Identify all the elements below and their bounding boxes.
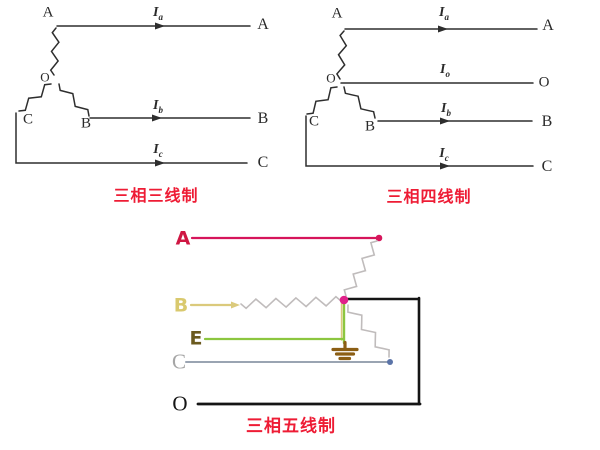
w3-coil-b — [58, 83, 90, 117]
w5-diagram — [185, 234, 422, 406]
w5-arrow-b-icon — [231, 301, 240, 309]
w3-coil-c — [18, 83, 52, 112]
w4-arrow-ia-icon — [438, 25, 448, 33]
w5-coil-a — [343, 240, 378, 297]
w5-ground-symbol-icon — [331, 340, 359, 361]
w5-coil-c — [347, 304, 390, 358]
w3-coil-a — [49, 27, 60, 76]
w4-coil-a — [335, 30, 348, 80]
w4-arrow-ib-icon — [440, 117, 450, 125]
w3-wire-c — [15, 112, 248, 164]
w4-coil-c — [306, 86, 338, 115]
w3-arrows — [152, 22, 165, 167]
w4-wire-c — [305, 115, 534, 167]
w4-diagram — [305, 28, 538, 167]
w5-coil-b — [240, 295, 342, 310]
w4-arrow-ic-icon — [440, 162, 450, 170]
w3-diagram — [15, 25, 251, 164]
w5-dot-c — [387, 359, 393, 365]
w5-dot-a — [375, 234, 383, 242]
w5-node-dot — [339, 295, 349, 305]
w3-arrow-ib-icon — [152, 114, 162, 122]
w3-arrow-ic-icon — [155, 159, 165, 167]
w4-coil-b — [343, 86, 376, 119]
w3-arrow-ia-icon — [155, 22, 165, 30]
w4-arrows — [438, 25, 450, 170]
